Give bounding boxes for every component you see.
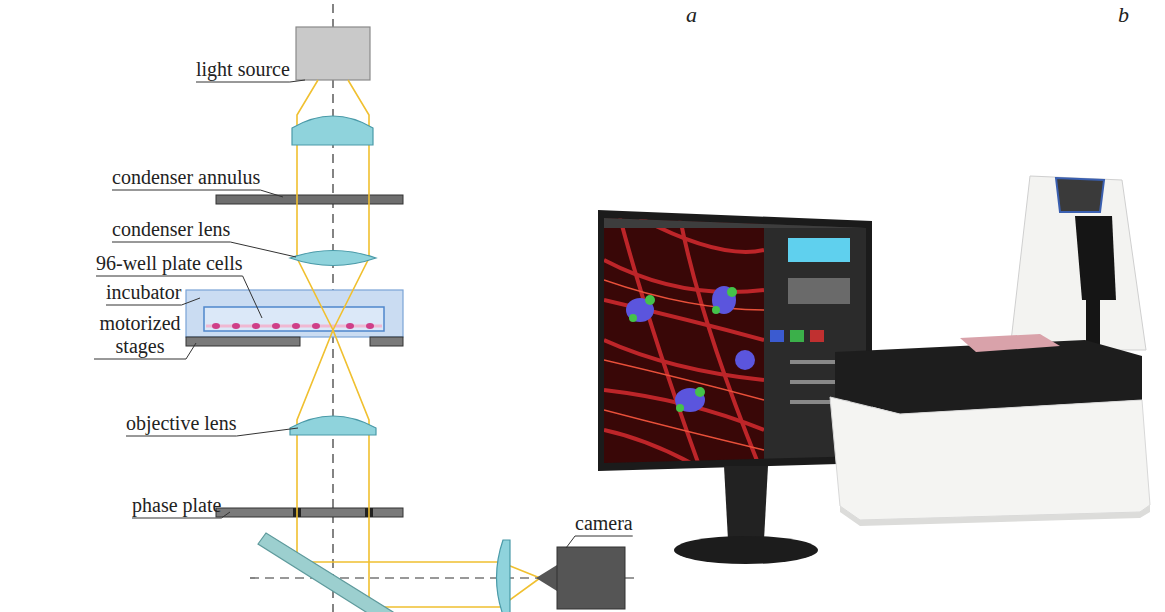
part-label: 96-well plate cells	[96, 252, 243, 275]
leader-line	[196, 80, 305, 82]
panel-letter: a	[686, 2, 697, 27]
leader-line	[112, 190, 283, 197]
microscope-photo	[830, 176, 1150, 526]
part-label: light source	[196, 58, 290, 81]
cells	[212, 323, 374, 329]
lens	[290, 116, 510, 612]
phase-plate	[216, 508, 403, 517]
incubator-box	[186, 290, 403, 337]
part-label: condenser annulus	[112, 166, 260, 189]
light-rays	[297, 80, 540, 607]
camera-body	[557, 547, 625, 609]
monitor-photo	[598, 210, 872, 564]
camera-cone	[536, 565, 557, 591]
part-label: condenser lens	[112, 218, 230, 241]
part-label: camera	[575, 512, 633, 535]
light-source-box	[296, 27, 370, 80]
condenser-annulus	[216, 195, 403, 204]
leader-line	[566, 536, 633, 548]
mirror	[258, 533, 393, 612]
part-label: motorized stages	[94, 312, 186, 358]
part-label: objective lens	[126, 412, 237, 435]
panel-letter: b	[1118, 2, 1129, 27]
leader-line	[96, 276, 262, 318]
stage-bar	[186, 337, 300, 346]
stage-bar	[370, 337, 403, 346]
part-label: incubator	[106, 281, 182, 304]
well-plate	[204, 307, 384, 331]
part-label: phase plate	[132, 494, 221, 517]
